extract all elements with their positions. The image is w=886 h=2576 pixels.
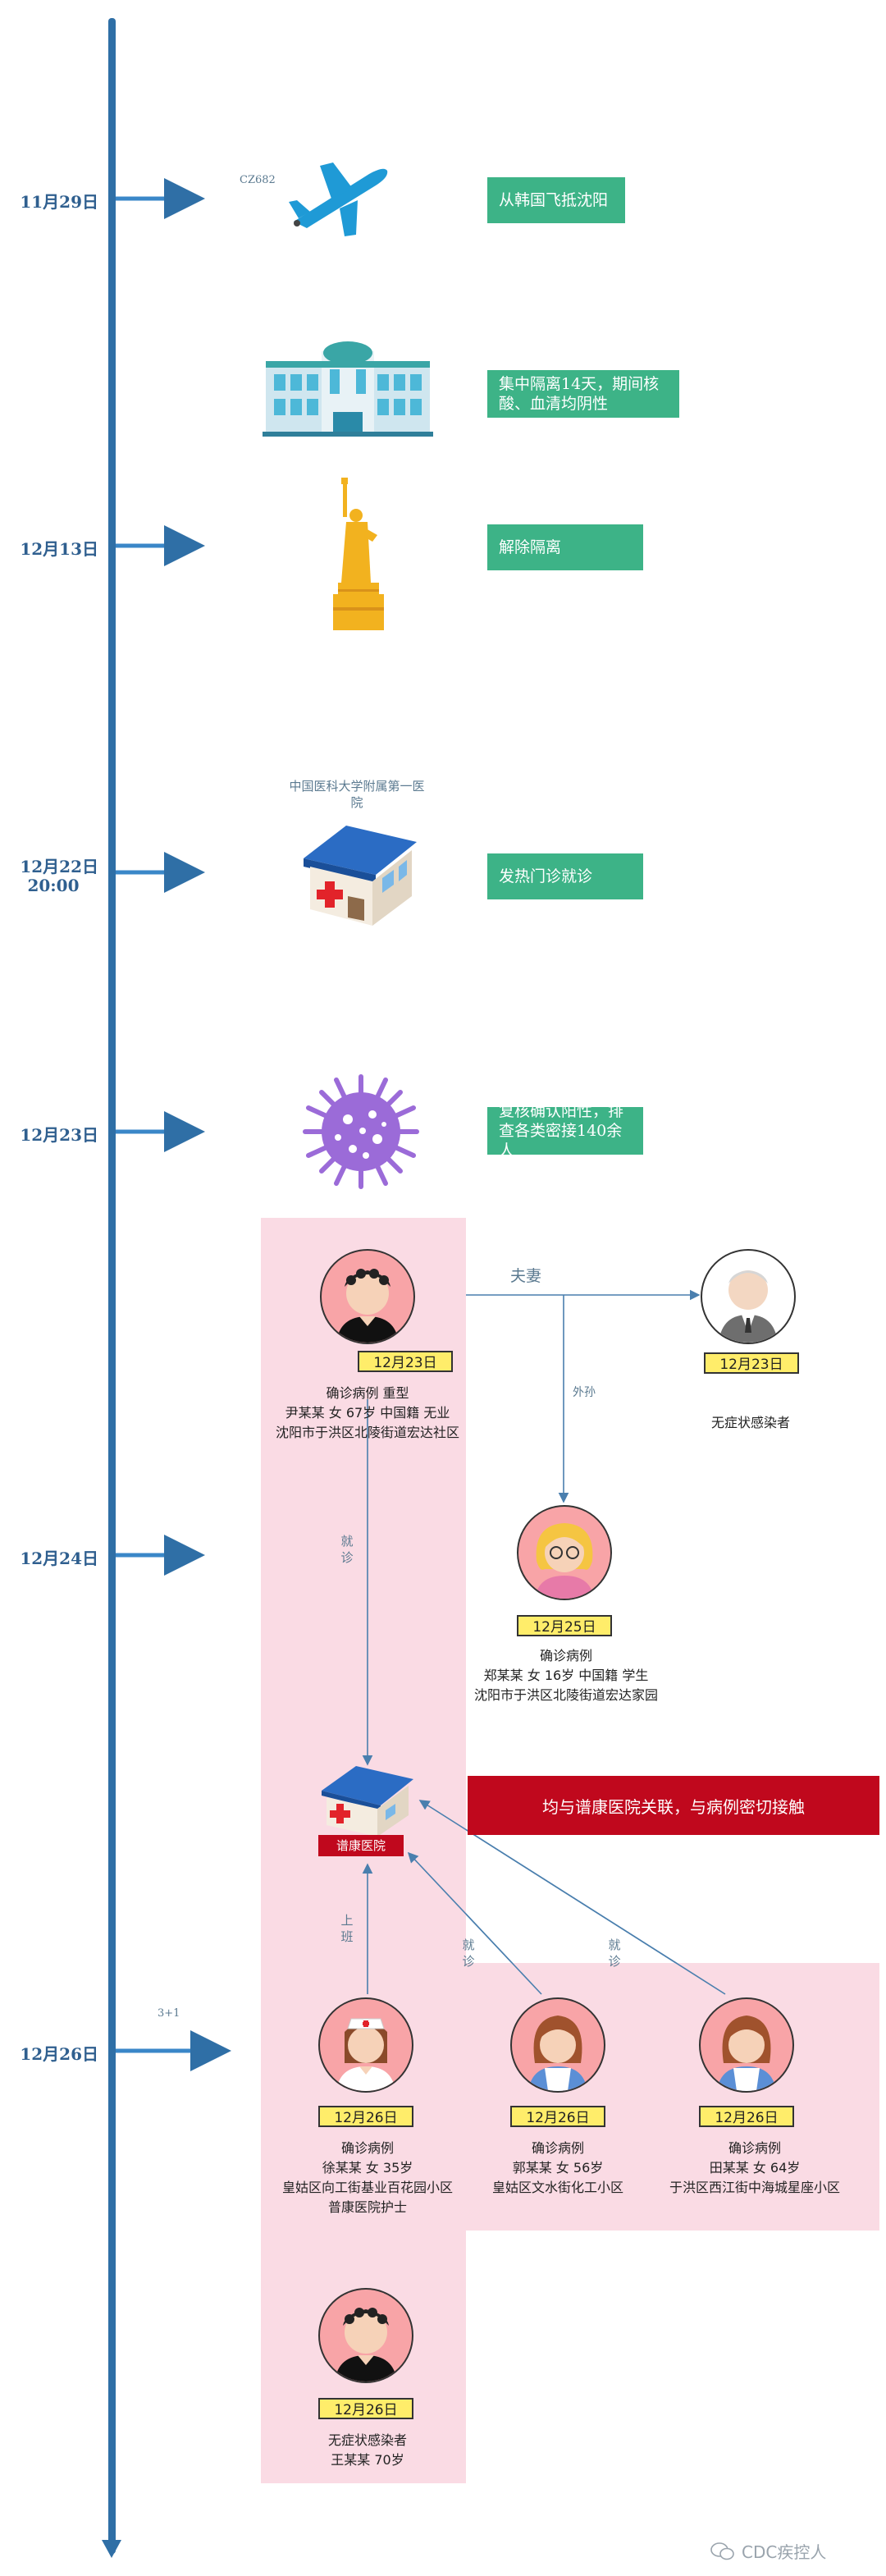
caption-tian: 确诊病例 田某某 女 64岁 于洪区西江街中海城星座小区 bbox=[648, 2139, 861, 2198]
caption-yin-line2: 尹某某 女 67岁 中国籍 无业 bbox=[285, 1405, 450, 1421]
caption-yin-line1: 确诊病例 重型 bbox=[326, 1385, 409, 1401]
caption-guo-line1: 确诊病例 bbox=[531, 2140, 584, 2156]
hotel-icon bbox=[263, 341, 433, 437]
caption-tian-line2: 田某某 女 64岁 bbox=[709, 2160, 801, 2176]
caption-xu: 确诊病例 徐某某 女 35岁 皇姑区向工街基业百花园小区 普康医院护士 bbox=[261, 2139, 474, 2217]
avatar-tian bbox=[699, 1997, 794, 2093]
tag-husband: 12月23日 bbox=[704, 1352, 799, 1374]
virus-icon bbox=[303, 1074, 419, 1189]
spouse-label: 夫妻 bbox=[510, 1267, 542, 1285]
caption-xu-line1: 确诊病例 bbox=[340, 2140, 394, 2156]
timeline-axis bbox=[108, 18, 116, 2554]
woman-icon bbox=[717, 2016, 776, 2091]
visit-label-2: 就诊 bbox=[462, 1938, 475, 1969]
confirm-box: 复核确认阳性，排查各类密接140余人 bbox=[487, 1102, 643, 1160]
caption-yin-line3: 沈阳市于洪区北陵街道宏达社区 bbox=[275, 1425, 459, 1440]
date-1226: 12月26日 bbox=[20, 2044, 98, 2064]
caption-xu-line3: 皇姑区向工街基业百花园小区 bbox=[281, 2180, 453, 2195]
release-box: 解除隔离 bbox=[487, 524, 643, 570]
avatar-yin bbox=[320, 1249, 415, 1344]
avatar-husband bbox=[701, 1249, 796, 1344]
visit-label-3: 就诊 bbox=[608, 1938, 621, 1969]
caption-wang-line1: 无症状感染者 bbox=[327, 2432, 407, 2448]
pukang-banner: 均与谱康医院关联，与病例密切接触 bbox=[468, 1776, 879, 1835]
date-1213: 12月13日 bbox=[20, 539, 98, 559]
caption-guo-line2: 郭某某 女 56岁 bbox=[512, 2160, 604, 2176]
nurse-icon bbox=[336, 2018, 395, 2091]
woman-elder-icon bbox=[336, 1269, 399, 1343]
flight-box: 从韩国飞抵沈阳 bbox=[487, 177, 625, 223]
caption-wang: 无症状感染者 王某某 70岁 bbox=[261, 2431, 474, 2470]
watermark: CDC疾控人 bbox=[710, 2539, 826, 2563]
woman-icon bbox=[528, 2016, 587, 2091]
date-1222: 12月22日 bbox=[20, 857, 98, 876]
timeline-arrowhead bbox=[102, 2540, 121, 2558]
time-2000: 20:00 bbox=[27, 876, 80, 895]
caption-husband: 无症状感染者 bbox=[710, 1415, 790, 1430]
tag-zheng: 12月25日 bbox=[517, 1615, 612, 1636]
tag-guo: 12月26日 bbox=[510, 2106, 605, 2127]
grandchild-label: 外孙 bbox=[573, 1386, 596, 1399]
caption-tian-line1: 确诊病例 bbox=[728, 2140, 781, 2156]
quarantine-box: 集中隔离14天，期间核酸、血清均阴性 bbox=[487, 370, 679, 418]
avatar-xu bbox=[318, 1997, 413, 2093]
woman-elder-icon bbox=[335, 2308, 397, 2382]
wechat-icon bbox=[710, 2542, 734, 2560]
clinic-box: 发热门诊就诊 bbox=[487, 853, 643, 899]
visit-label: 就诊 bbox=[340, 1534, 354, 1565]
old-man-icon bbox=[719, 1270, 778, 1343]
avatar-wang bbox=[318, 2288, 413, 2383]
caption-tian-line3: 于洪区西江街中海城星座小区 bbox=[669, 2180, 840, 2195]
pukang-hospital-icon bbox=[322, 1766, 413, 1837]
caption-guo-line3: 皇姑区文水街化工小区 bbox=[491, 2180, 623, 2195]
tag-wang: 12月26日 bbox=[318, 2398, 413, 2419]
caption-guo: 确诊病例 郭某某 女 56岁 皇姑区文水街化工小区 bbox=[459, 2139, 656, 2198]
pukang-label: 谱康医院 bbox=[318, 1835, 404, 1856]
work-label: 上班 bbox=[340, 1913, 354, 1944]
date-1223: 12月23日 bbox=[20, 1125, 98, 1145]
date-1129: 11月29日 bbox=[20, 192, 98, 212]
watermark-text: CDC疾控人 bbox=[742, 2542, 827, 2562]
clinic-building-icon bbox=[304, 826, 417, 926]
caption-xu-line2: 徐某某 女 35岁 bbox=[322, 2160, 413, 2176]
tag-yin: 12月23日 bbox=[358, 1351, 453, 1372]
avatar-guo bbox=[510, 1997, 605, 2093]
caption-zheng: 确诊病例 郑某某 女 16岁 中国籍 学生 沈阳市于洪区北陵街道宏达家园 bbox=[459, 1646, 673, 1705]
airplane-icon bbox=[289, 162, 388, 236]
girl-glasses-icon bbox=[535, 1523, 594, 1599]
caption-yin: 确诊病例 重型 尹某某 女 67岁 中国籍 无业 沈阳市于洪区北陵街道宏达社区 bbox=[261, 1384, 474, 1443]
caption-zheng-line3: 沈阳市于洪区北陵街道宏达家园 bbox=[473, 1687, 658, 1703]
avatar-zheng bbox=[517, 1505, 612, 1600]
caption-zheng-line2: 郑某某 女 16岁 中国籍 学生 bbox=[483, 1668, 649, 1683]
hospital-name: 中国医科大学附属第一医院 bbox=[289, 779, 425, 810]
date-1224: 12月24日 bbox=[20, 1549, 98, 1568]
flight-code: CZ682 bbox=[240, 174, 276, 186]
note-label: 3+1 bbox=[158, 2007, 180, 2020]
statue-of-liberty-icon bbox=[333, 478, 384, 630]
caption-zheng-line1: 确诊病例 bbox=[539, 1648, 592, 1663]
caption-xu-line4: 普康医院护士 bbox=[327, 2199, 407, 2215]
tag-tian: 12月26日 bbox=[699, 2106, 794, 2127]
tag-xu: 12月26日 bbox=[318, 2106, 413, 2127]
caption-wang-line2: 王某某 70岁 bbox=[331, 2452, 404, 2468]
